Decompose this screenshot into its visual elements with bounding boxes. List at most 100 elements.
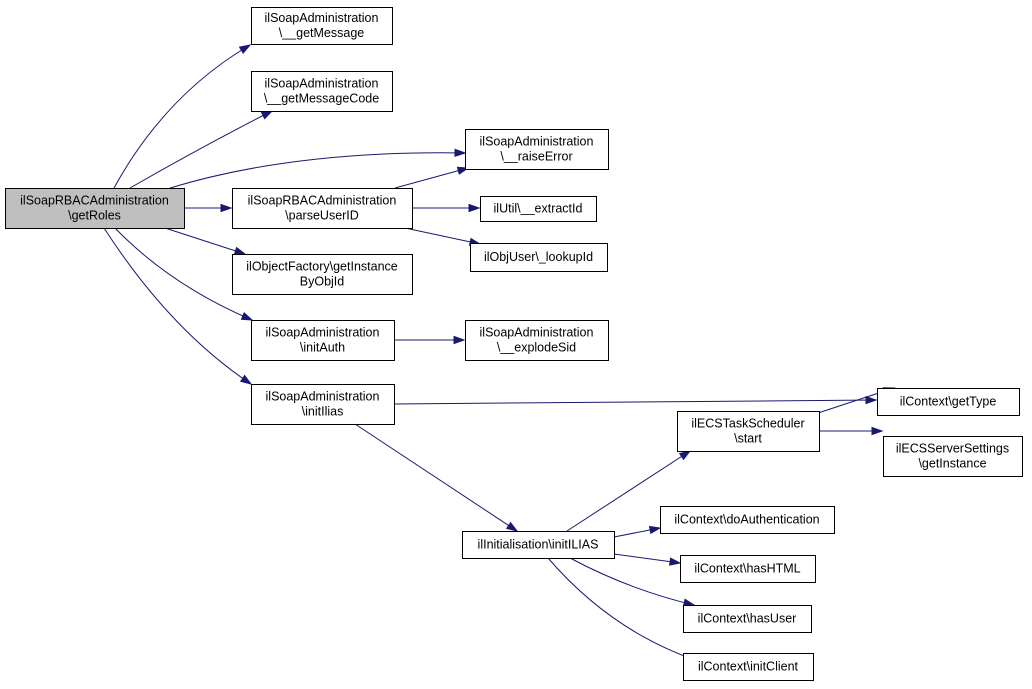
node-hasUser[interactable]: ilContext\hasUser <box>683 605 812 633</box>
node-getMessage[interactable]: ilSoapAdministration\__getMessage <box>251 7 393 45</box>
node-hasHTML[interactable]: ilContext\hasHTML <box>680 555 816 583</box>
node-label-line: ilSoapRBACAdministration <box>20 194 169 208</box>
node-box <box>683 653 814 681</box>
edge-line <box>566 450 691 532</box>
edge-getRoles-to-getMessageCode <box>129 110 274 189</box>
edge-getRoles-to-getMessage <box>113 44 252 189</box>
node-label-line: \parseUserID <box>285 209 359 223</box>
edge-getRoles-to-parseUserID <box>184 203 233 213</box>
arrowhead-icon <box>865 395 878 405</box>
node-box <box>465 320 609 361</box>
node-getType[interactable]: ilContext\getType <box>877 388 1020 416</box>
edge-initILIAS-to-hasHTML <box>613 553 682 566</box>
node-label-line: \getInstance <box>918 457 986 471</box>
edge-line <box>113 44 251 189</box>
node-raiseError[interactable]: ilSoapAdministration\__raiseError <box>465 129 609 170</box>
edge-line <box>114 227 253 321</box>
node-box <box>680 555 816 583</box>
node-label-line: ilSoapAdministration <box>266 326 380 340</box>
arrowhead-icon <box>454 148 467 158</box>
node-box <box>232 188 413 229</box>
edge-line <box>613 553 681 564</box>
node-ecsGetInstance[interactable]: ilECSServerSettings\getInstance <box>883 436 1023 477</box>
node-box <box>470 243 608 272</box>
edge-ecsStart-to-ecsGetInstance <box>819 426 884 436</box>
node-label-line: ilSoapAdministration <box>265 11 379 25</box>
edge-initILIAS-to-ecsStart <box>566 450 692 532</box>
node-initClient[interactable]: ilContext\initClient <box>683 653 814 681</box>
arrowhead-icon <box>260 110 274 120</box>
node-box <box>232 254 413 295</box>
arrowhead-icon <box>240 312 254 321</box>
node-parseUserID[interactable]: ilSoapRBACAdministration\parseUserID <box>232 188 413 229</box>
arrowhead-icon <box>669 557 682 566</box>
node-box <box>677 411 820 452</box>
node-label-line: ilContext\getType <box>900 395 997 409</box>
edge-getRoles-to-initAuth <box>114 227 254 321</box>
arrowhead-icon <box>678 450 692 461</box>
node-label-line: \__explodeSid <box>497 341 576 355</box>
node-initILIAS[interactable]: ilInitialisation\initILIAS <box>462 531 615 559</box>
node-initIlias[interactable]: ilSoapAdministration\initIlias <box>251 384 395 425</box>
edge-initIlias-to-initILIAS <box>354 423 519 532</box>
edge-parseUserID-to-lookupId <box>404 227 482 246</box>
edge-initILIAS-to-doAuthentication <box>613 525 662 538</box>
edge-getRoles-to-getInstanceByObjId <box>164 227 247 255</box>
edge-line <box>354 423 518 532</box>
node-box <box>660 506 835 534</box>
arrowhead-icon <box>220 203 233 213</box>
arrowhead-icon <box>238 44 252 54</box>
arrowhead-icon <box>871 426 884 436</box>
arrowhead-icon <box>453 335 466 345</box>
node-label-line: ilContext\initClient <box>698 660 799 674</box>
node-label-line: \getRoles <box>68 209 121 223</box>
node-explodeSid[interactable]: ilSoapAdministration\__explodeSid <box>465 320 609 361</box>
edge-getRoles-to-initIlias <box>103 227 253 385</box>
node-label-line: ilSoapAdministration <box>266 390 380 404</box>
node-box <box>5 188 185 229</box>
arrowhead-icon <box>233 246 247 255</box>
node-getMessageCode[interactable]: ilSoapAdministration\__getMessageCode <box>251 71 393 112</box>
node-box <box>480 196 597 222</box>
node-label-line: ilObjectFactory\getInstance <box>246 260 398 274</box>
edge-initILIAS-to-initClient <box>547 557 697 661</box>
node-label-line: ilUtil\__extractId <box>494 202 583 216</box>
node-box <box>251 320 395 361</box>
node-label-line: ilECSServerSettings <box>896 442 1009 456</box>
edge-line <box>394 167 469 189</box>
node-doAuthentication[interactable]: ilContext\doAuthentication <box>660 506 835 534</box>
node-label-line: \__getMessage <box>279 26 365 40</box>
node-label-line: ilContext\hasUser <box>698 612 797 626</box>
node-extractId[interactable]: ilUtil\__extractId <box>480 196 597 222</box>
arrowhead-icon <box>505 521 519 532</box>
node-box <box>683 605 812 633</box>
edge-line <box>547 557 696 661</box>
node-label-line: ilContext\doAuthentication <box>674 513 819 527</box>
node-initAuth[interactable]: ilSoapAdministration\initAuth <box>251 320 395 361</box>
edge-initAuth-to-explodeSid <box>394 335 466 345</box>
node-box <box>883 436 1023 477</box>
node-ecsStart[interactable]: ilECSTaskScheduler\start <box>677 411 820 452</box>
arrowhead-icon <box>648 525 662 535</box>
edge-line <box>129 110 273 189</box>
node-lookupId[interactable]: ilObjUser\_lookupId <box>470 243 608 272</box>
arrowhead-icon <box>468 203 481 213</box>
node-label-line: \initIlias <box>302 405 344 419</box>
node-label-line: ilObjUser\_lookupId <box>484 250 593 264</box>
arrowhead-icon <box>239 374 253 385</box>
node-label-line: \__getMessageCode <box>264 92 379 106</box>
node-box <box>251 71 393 112</box>
edge-parseUserID-to-extractId <box>412 203 481 213</box>
node-label-line: ilSoapAdministration <box>480 135 594 149</box>
edge-line <box>169 152 466 189</box>
node-label-line: ilSoapRBACAdministration <box>248 194 397 208</box>
node-box <box>462 531 615 559</box>
edge-line <box>103 227 252 385</box>
edge-parseUserID-to-raiseError <box>394 166 470 189</box>
node-box <box>251 7 393 45</box>
node-getRoles[interactable]: ilSoapRBACAdministration\getRoles <box>5 188 185 229</box>
node-box <box>465 129 609 170</box>
node-label-line: \__raiseError <box>500 150 572 164</box>
